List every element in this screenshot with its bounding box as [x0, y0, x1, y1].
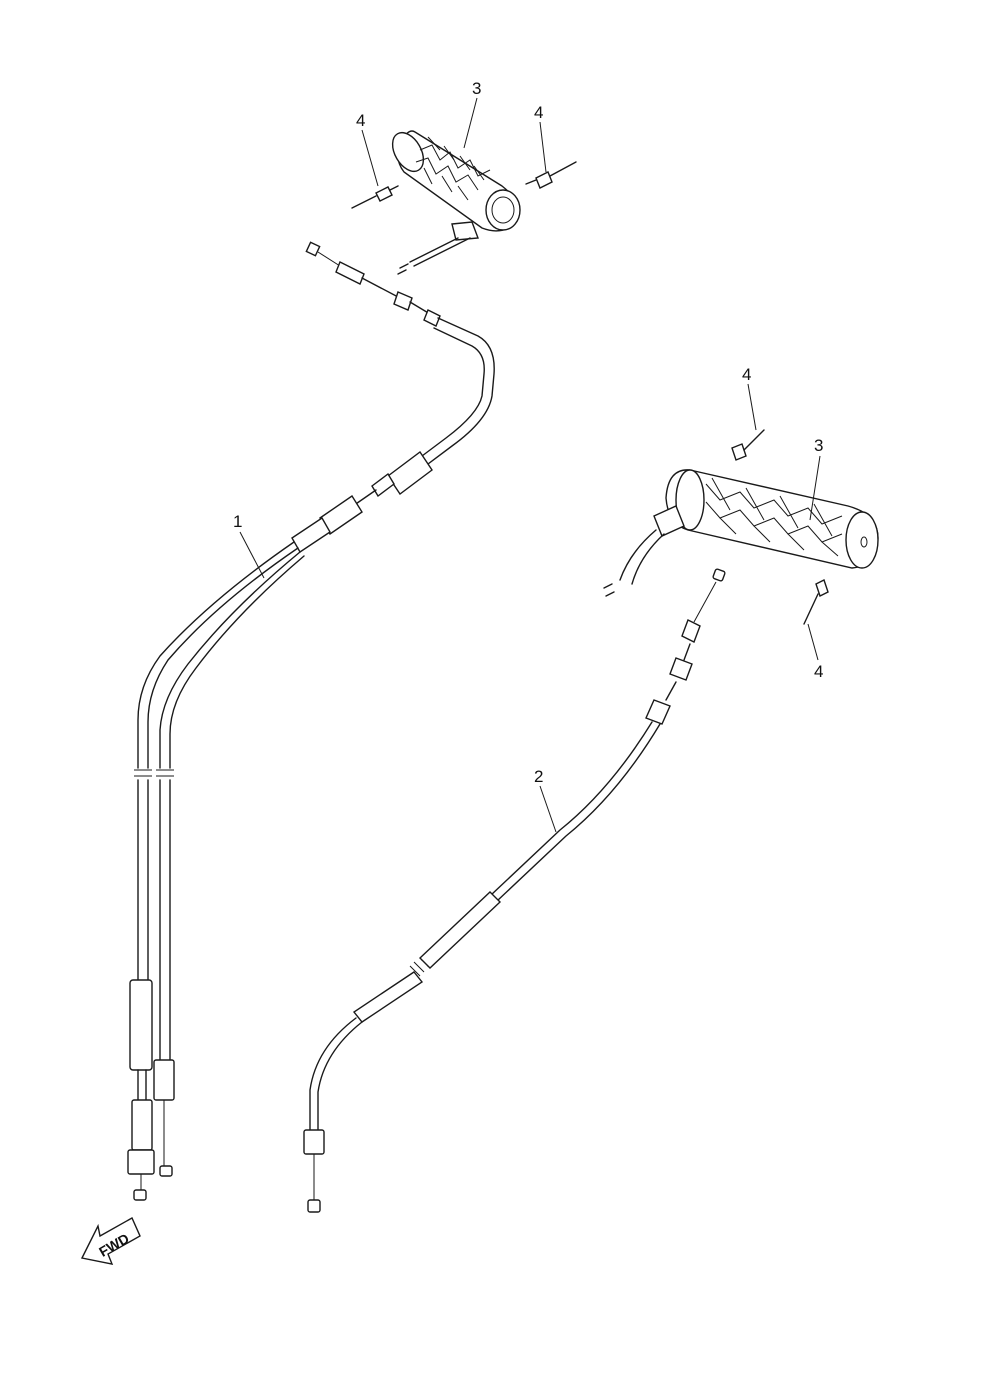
- grip-end-upper-right: [525, 161, 577, 189]
- handle-grip-upper: [391, 130, 521, 275]
- fwd-arrow-icon: FWD: [80, 1217, 141, 1265]
- throttle-cable: [127, 241, 495, 1201]
- callout-clutch-cable: 2: [534, 767, 543, 786]
- grip-end-upper-left: [351, 185, 399, 209]
- handle-grip-right: [603, 469, 879, 597]
- grip-end-right-bottom: [803, 579, 829, 625]
- callout-throttle-cable: 1: [233, 512, 242, 531]
- callout-end-right-top: 4: [742, 365, 751, 384]
- callout-end-upper-right: 4: [534, 103, 543, 122]
- callout-end-right-bottom: 4: [814, 662, 823, 681]
- callout-grip-upper: 3: [472, 79, 481, 98]
- grip-end-right-top: [731, 429, 765, 461]
- clutch-cable: [303, 568, 726, 1213]
- callout-grip-right: 3: [814, 436, 823, 455]
- callout-end-upper-left: 4: [356, 111, 365, 130]
